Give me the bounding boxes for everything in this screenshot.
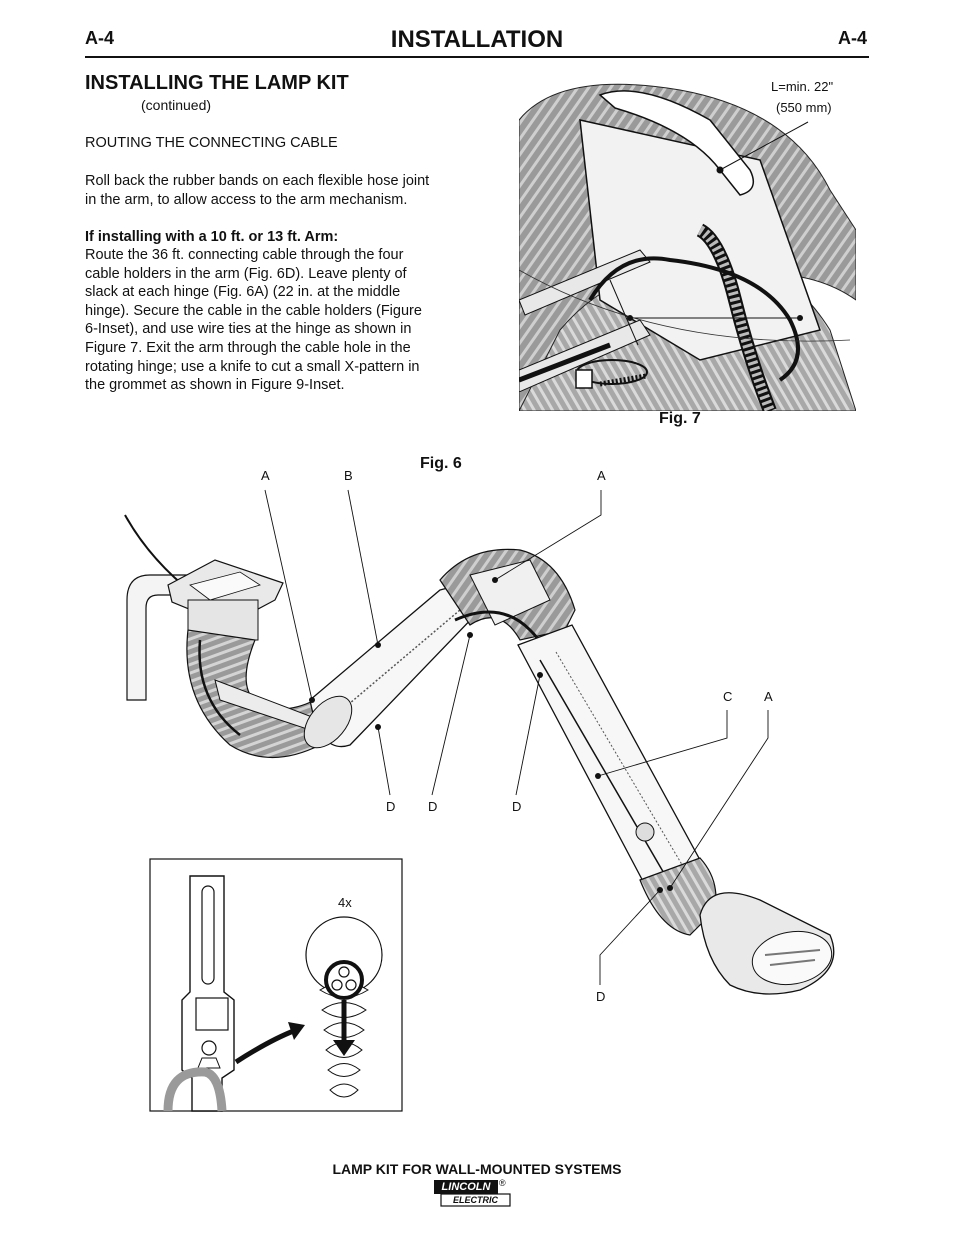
paragraph-2: Route the 36 ft. connecting cable throug… <box>85 246 475 395</box>
paragraph-2-line: 6-Inset), and use wire ties at the hinge… <box>85 321 412 338</box>
callout-a-middle: A <box>597 468 606 483</box>
paragraph-2-line: the grommet as shown in Figure 9-Inset. <box>85 377 345 394</box>
callout-d-3: D <box>512 799 522 814</box>
footer-title: LAMP KIT FOR WALL-MOUNTED SYSTEMS <box>332 1161 622 1177</box>
fig7-length-metric: (550 mm) <box>776 100 832 115</box>
section-subtitle: (continued) <box>141 97 212 113</box>
paragraph-2-line: slack at each hinge (Fig. 6A) (22 in. at… <box>85 284 401 301</box>
paragraph-1: Roll back the rubber bands on each flexi… <box>85 172 475 209</box>
paragraph-2-line: cable holders in the arm (Fig. 6D). Leav… <box>85 265 407 282</box>
paragraph-2-line: hinge). Secure the cable in the cable ho… <box>85 302 422 319</box>
callout-a-left: A <box>261 468 270 483</box>
page-number-left: A-4 <box>85 28 115 48</box>
routing-heading: ROUTING THE CONNECTING CABLE <box>85 135 338 151</box>
logo-top-text: LINCOLN <box>441 1181 491 1193</box>
page-number-right: A-4 <box>838 28 868 48</box>
callout-d-1: D <box>386 799 396 814</box>
fig7-length-label: L=min. 22" <box>771 79 834 94</box>
wire-tie-icon <box>575 359 648 389</box>
logo-bottom-text: ELECTRIC <box>453 1195 498 1205</box>
arm-heading: If installing with a 10 ft. or 13 ft. Ar… <box>85 229 339 245</box>
fig7-label: Fig. 7 <box>659 410 701 427</box>
inset-count-label: 4x <box>338 895 352 910</box>
paragraph-1-line: in the arm, to allow access to the arm m… <box>85 191 408 208</box>
fig7-drawing <box>519 80 856 411</box>
logo-registered-mark: ® <box>499 1178 506 1188</box>
callout-d-4: D <box>596 989 606 1004</box>
paragraph-1-line: Roll back the rubber bands on each flexi… <box>85 173 430 189</box>
header-rule <box>85 56 869 58</box>
page-title: INSTALLATION <box>390 26 564 53</box>
callout-b: B <box>344 468 353 483</box>
paragraph-2-line: Figure 7. Exit the arm through the cable… <box>85 339 411 356</box>
paragraph-2-line: Route the 36 ft. connecting cable throug… <box>85 247 404 263</box>
fig6-inset <box>149 858 403 1112</box>
callout-a-right: A <box>764 689 773 704</box>
callout-c: C <box>723 689 733 704</box>
callout-d-2: D <box>428 799 438 814</box>
lincoln-electric-logo <box>434 1180 511 1207</box>
section-title: INSTALLING THE LAMP KIT <box>85 72 349 94</box>
paragraph-2-line: rotating hinge; use a knife to cut a sma… <box>85 358 420 375</box>
fig6-drawing <box>124 489 835 995</box>
fig6-label: Fig. 6 <box>420 455 462 472</box>
